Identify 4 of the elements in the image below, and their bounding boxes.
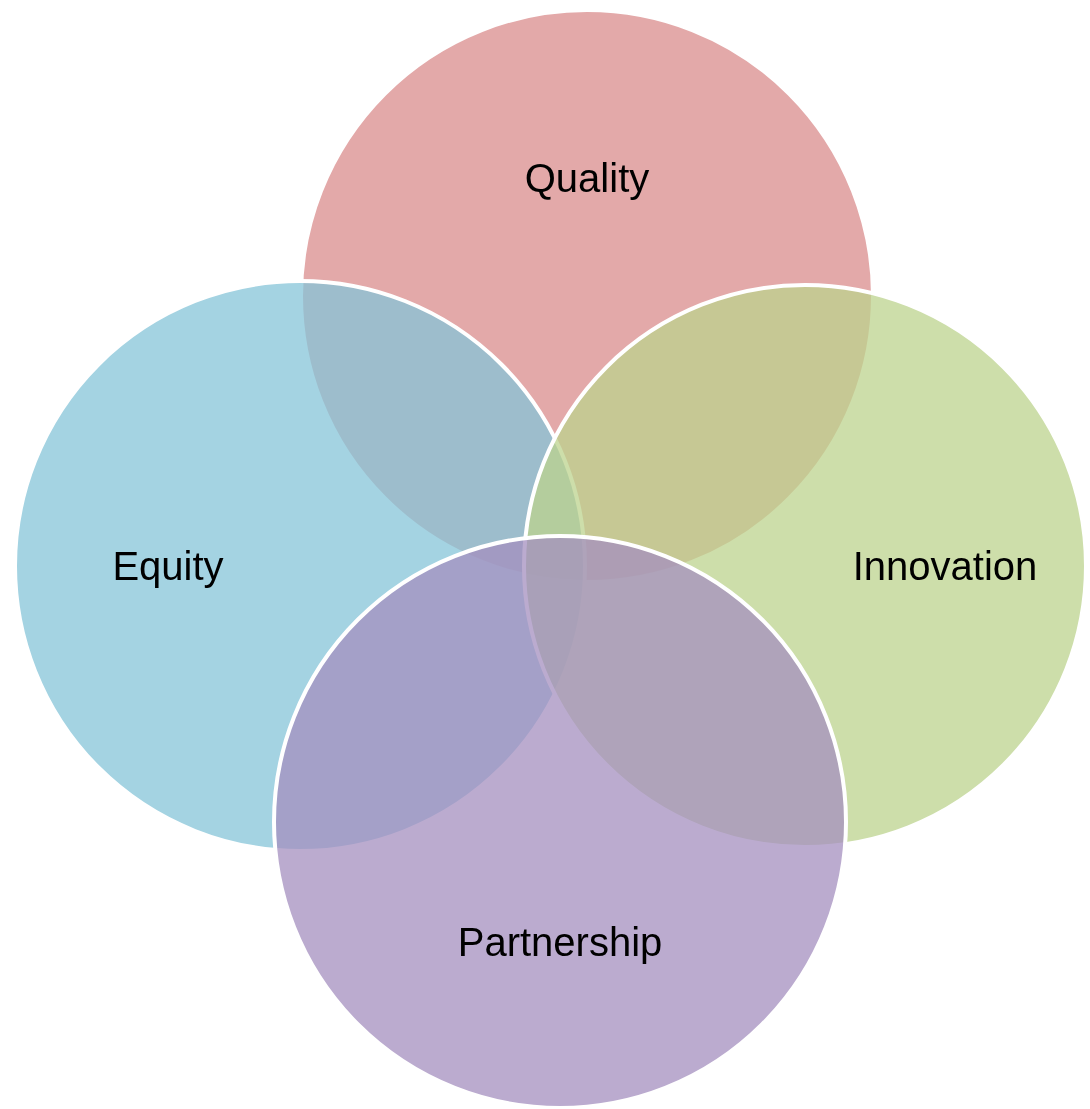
circle-label: Quality — [524, 155, 650, 201]
circle-label: Partnership — [457, 919, 663, 965]
circle-label: Equity — [112, 543, 224, 589]
circle-label: Innovation — [852, 543, 1038, 589]
